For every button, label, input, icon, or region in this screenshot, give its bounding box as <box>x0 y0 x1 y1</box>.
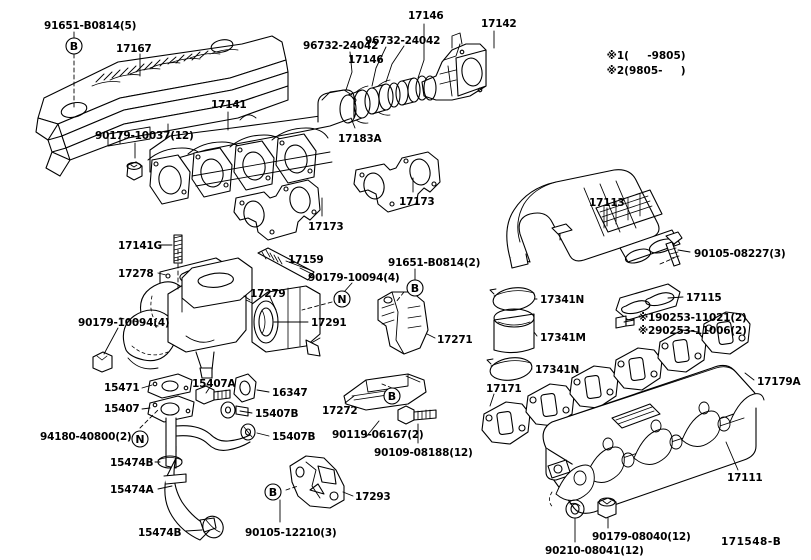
part-17146-17183a-seal-stack <box>339 75 429 124</box>
part-17173-gasket-left <box>233 179 321 241</box>
part-callout-17146: 17146 <box>348 54 384 66</box>
part-intake-gasket-row <box>481 311 751 445</box>
part-callout-9673224042: 96732-24042 <box>365 35 441 47</box>
part-17159-bolt <box>257 247 315 281</box>
part-callout-91651b08145: 91651-B0814(5) <box>44 20 137 32</box>
part-callout-94180408002: 94180-40800(2) <box>40 431 132 443</box>
part-17173-gasket-right <box>353 151 441 213</box>
note-text-1: ( -9805) <box>624 50 686 63</box>
part-15471-gasket <box>147 373 193 399</box>
part-callout-9673224042: 96732-24042 <box>303 40 379 52</box>
part-callout-17141g: 17141G <box>118 240 162 252</box>
part-callout-15407b: 15407B <box>255 408 299 420</box>
part-callout-17171: 17171 <box>486 383 522 395</box>
part-callout-15407b: 15407B <box>272 431 316 443</box>
part-callout-90105082273: 90105-08227(3) <box>694 248 786 260</box>
part-callout-16347: 16347 <box>272 387 308 399</box>
part-callout-90119061672: 90119-06167(2) <box>332 429 424 441</box>
star-marker: ※1 <box>638 312 656 324</box>
part-callout-17291: 17291 <box>311 317 347 329</box>
part-callout-15407: 15407 <box>104 403 140 415</box>
part-callout-17341n: 17341N <box>535 364 580 376</box>
star-callout-90253110212: ※190253-11021(2) <box>638 313 747 324</box>
part-15474b-clamp-lower <box>202 515 224 539</box>
part-callout-17272: 17272 <box>322 405 358 417</box>
part-callout-17142: 17142 <box>481 18 517 30</box>
part-17341n-clamp-upper <box>489 287 536 311</box>
part-callout-17146: 17146 <box>408 10 444 22</box>
part-callout-17173: 17173 <box>399 196 435 208</box>
part-94180-40800-clamp <box>92 351 113 373</box>
note-text-2: (9805- ) <box>624 65 686 78</box>
part-90105-08227-bolt <box>665 231 683 267</box>
star-callout-90253110062: ※290253-11006(2) <box>638 326 747 337</box>
note-line-1: ※1( -9805) <box>592 35 686 78</box>
part-17113-intake-connector <box>506 169 681 269</box>
sheet-code: 171548-B <box>721 536 782 548</box>
part-callout-17141: 17141 <box>211 99 247 111</box>
part-callout-17183a: 17183A <box>338 133 382 145</box>
part-callout-901090818812: 90109-08188(12) <box>374 447 473 459</box>
part-callout-901790804012: 90179-08040(12) <box>592 531 691 543</box>
leader-lines-dashed <box>73 53 675 491</box>
part-callout-90105122103: 90105-12210(3) <box>245 527 337 539</box>
part-callout-17159: 17159 <box>288 254 324 266</box>
part-callout-17293: 17293 <box>355 491 391 503</box>
part-callout-17279: 17279 <box>250 288 286 300</box>
part-15407b-washer-upper <box>220 401 249 419</box>
part-15407-oil-pipe <box>147 395 251 469</box>
part-callout-17341m: 17341M <box>540 332 586 344</box>
part-callout-901791003712: 90179-10037(12) <box>95 130 194 142</box>
part-callout-17179a: 17179A <box>757 376 801 388</box>
part-17142-exhaust-outlet <box>421 32 487 101</box>
part-callout-15474b: 15474B <box>110 457 154 469</box>
part-16347-gasket <box>233 373 257 403</box>
part-callout-17115: 17115 <box>686 292 722 304</box>
part-callout-17111: 17111 <box>727 472 763 484</box>
part-17341n-clamp-lower <box>486 357 533 381</box>
part-17341m-hose <box>493 308 535 354</box>
part-callout-17278: 17278 <box>118 268 154 280</box>
part-callout-15471: 15471 <box>104 382 140 394</box>
part-15407b-washer-lower <box>240 423 256 441</box>
part-callout-17173: 17173 <box>308 221 344 233</box>
part-callout-15407a: 15407A <box>192 378 236 390</box>
part-turbocharger-assembly <box>122 257 263 379</box>
part-callout-90179100944: 90179-10094(4) <box>78 317 170 329</box>
star-marker: ※2 <box>638 325 656 337</box>
part-callout-15474b: 15474B <box>138 527 182 539</box>
star-callout-text: 90253-11006(2) <box>655 325 747 337</box>
note-line-2: ※2(9805- ) <box>592 50 686 93</box>
note-marker-1: ※1 <box>606 50 625 63</box>
star-callout-text: 90253-11021(2) <box>655 312 747 324</box>
part-17167-heat-insulator <box>35 35 289 177</box>
part-15407a-union-bolt <box>195 385 231 405</box>
part-17271-bracket <box>377 291 429 355</box>
part-callout-902100804112: 90210-08041(12) <box>545 545 644 557</box>
part-90109-08188-bolt <box>397 405 437 425</box>
part-17291-compressor-elbow <box>243 285 321 357</box>
part-17293-bracket <box>289 455 345 509</box>
part-callout-17113: 17113 <box>589 197 625 209</box>
part-callout-17271: 17271 <box>437 334 473 346</box>
part-callout-91651b08142: 91651-B0814(2) <box>388 257 481 269</box>
leader-lines <box>73 23 755 543</box>
part-90179-10037-nut <box>126 161 143 181</box>
part-17141g-stud <box>173 234 183 264</box>
part-callout-17167: 17167 <box>116 43 152 55</box>
part-17111-intake-manifold <box>542 364 765 514</box>
note-marker-2: ※2 <box>606 65 625 78</box>
part-90179-08040-nut <box>597 497 617 519</box>
part-callout-90179100944: 90179-10094(4) <box>308 272 400 284</box>
part-callout-17341n: 17341N <box>540 294 585 306</box>
part-17115-gasket <box>615 283 681 321</box>
part-callout-15474a: 15474A <box>110 484 154 496</box>
